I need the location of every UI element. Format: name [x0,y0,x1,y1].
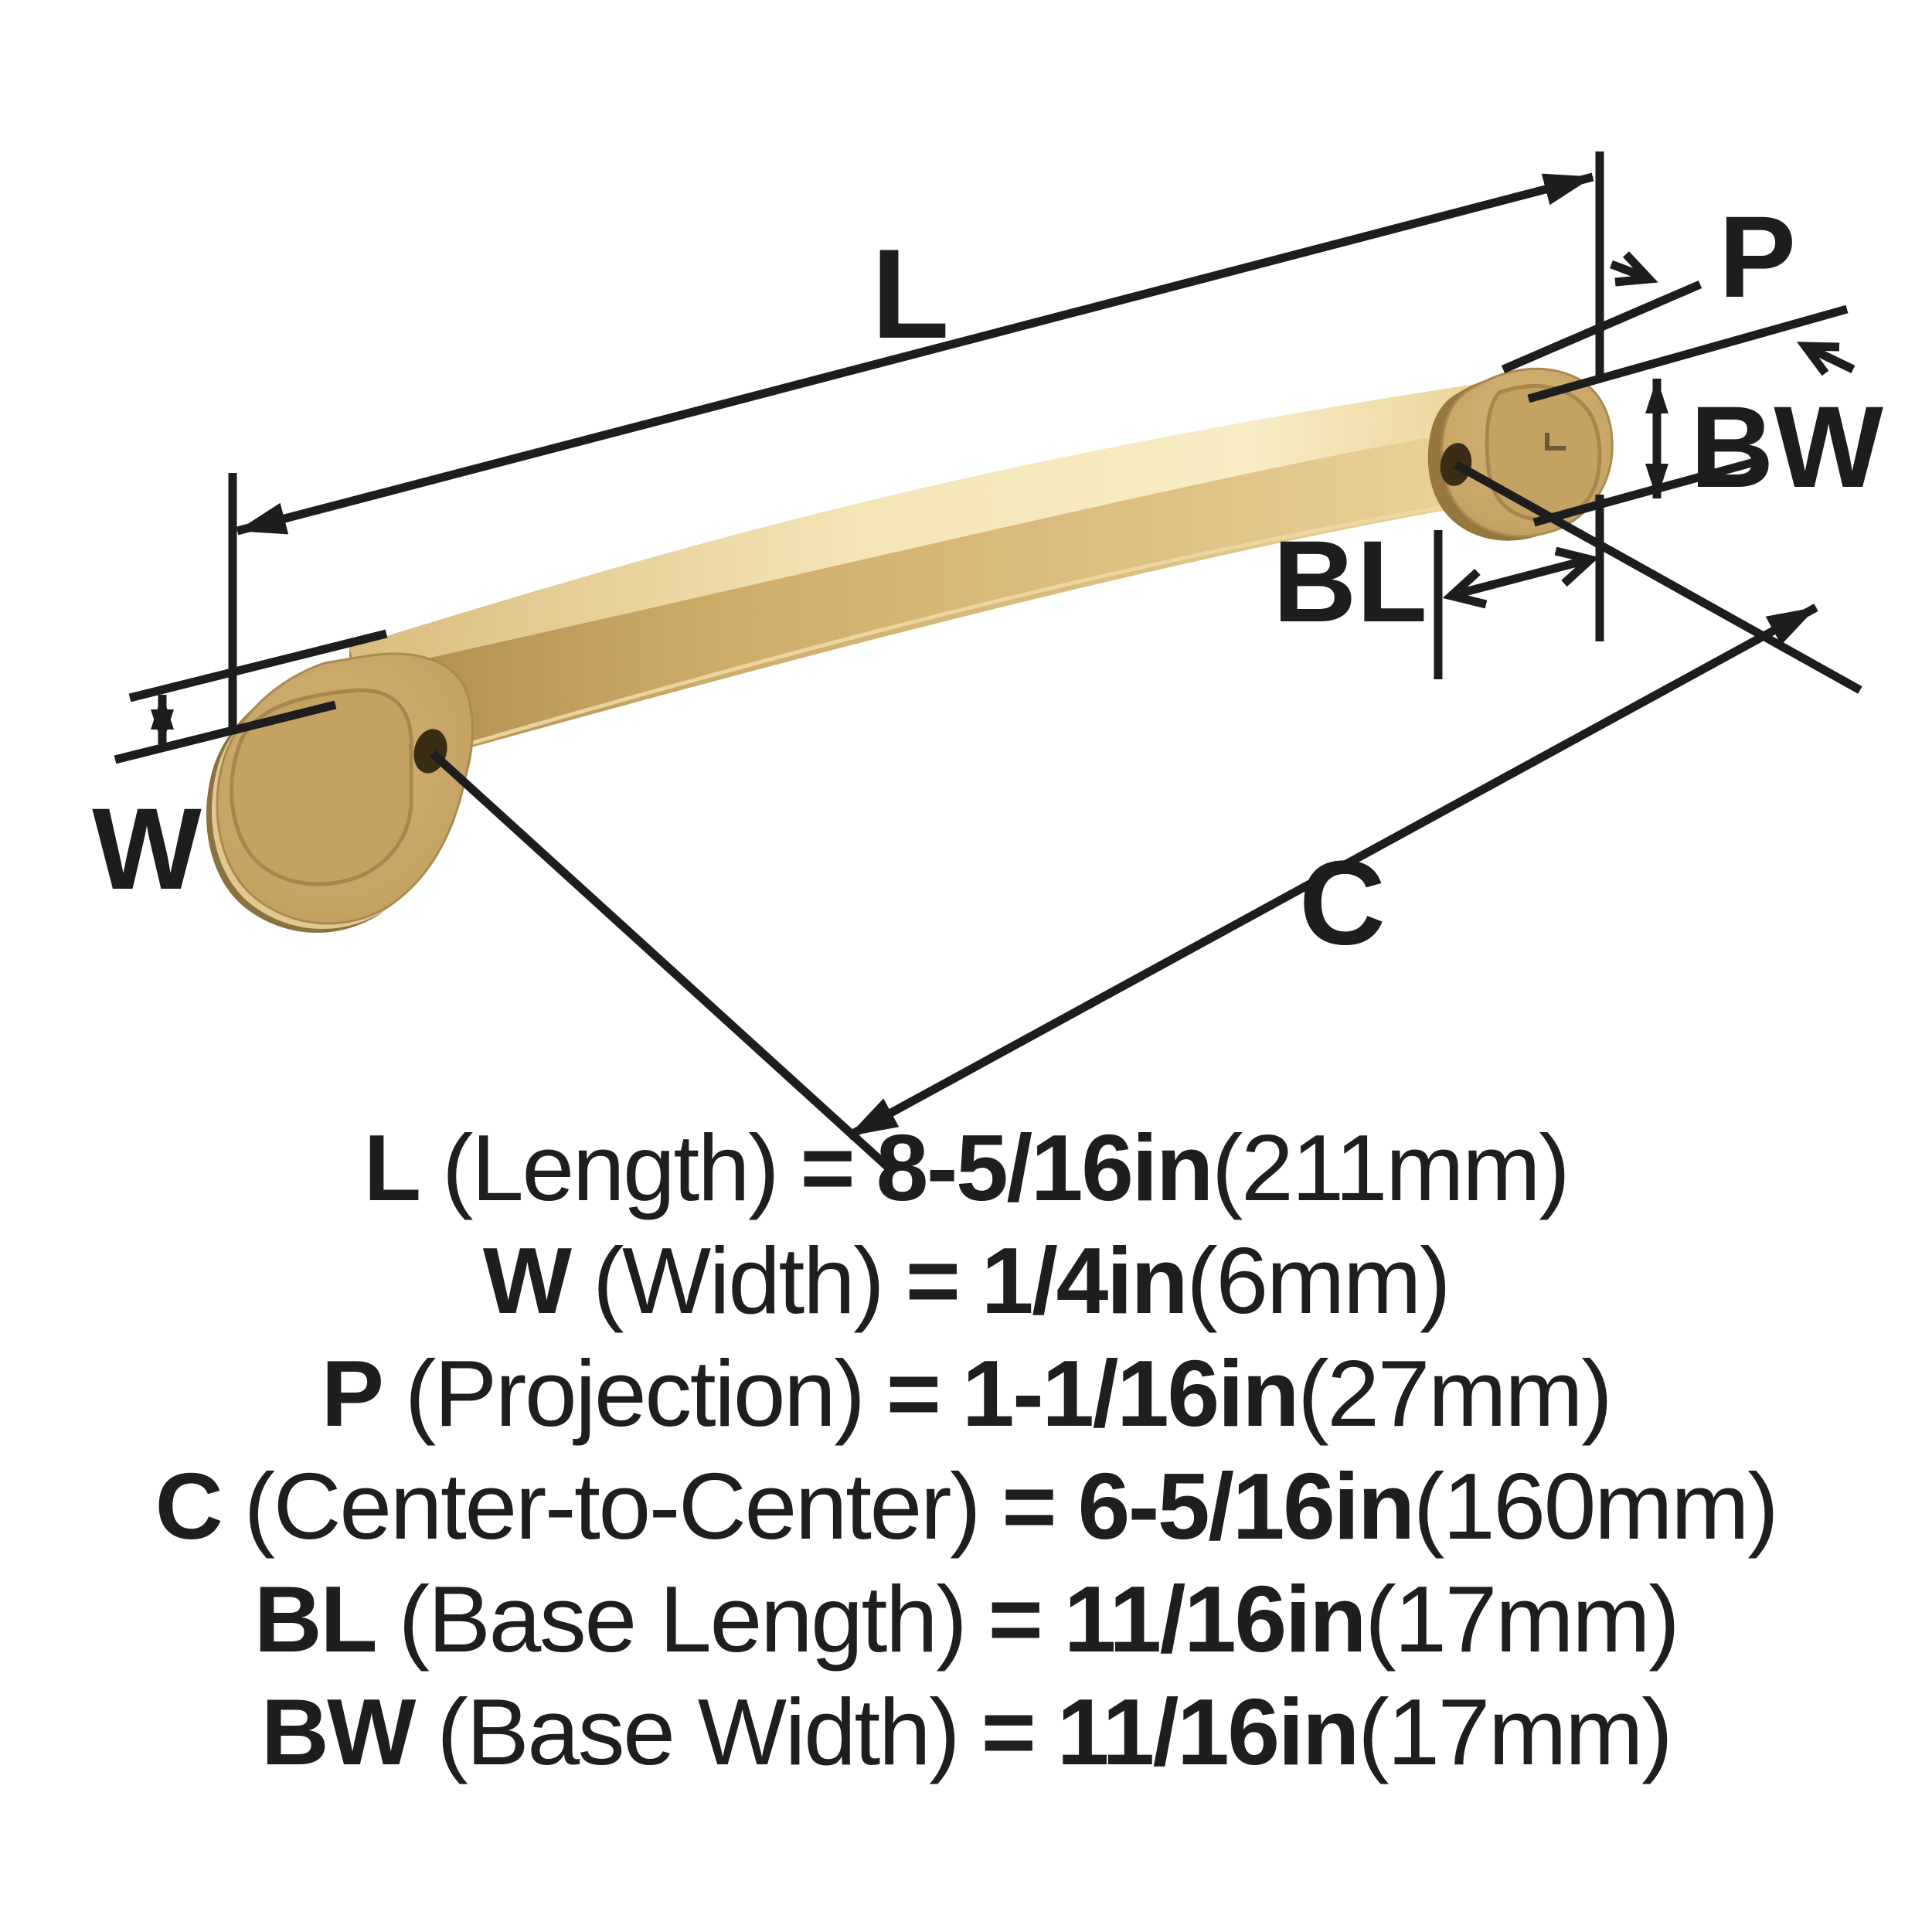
spec-line: BL(Base Length)=11/16in(17mm) [0,1563,1932,1675]
spec-metric: (27mm) [1298,1341,1613,1446]
spec-value: 8-5/16in [876,1115,1214,1220]
label-center-to-center: C [1299,836,1386,970]
spec-metric: (211mm) [1211,1115,1570,1220]
label-base-length: BL [1273,516,1427,646]
spec-metric: (17mm) [1358,1679,1673,1784]
spec-name: (Projection) [404,1341,866,1446]
spec-value: 11/16in [1063,1566,1367,1672]
width-reference-lower [114,700,337,764]
spec-metric: (160mm) [1413,1454,1779,1559]
spec-label: C [155,1454,223,1559]
dimension-line-base-length [1451,555,1590,600]
spec-label: W [482,1228,572,1333]
label-base-width: BW [1690,382,1883,512]
width-reference-upper [128,629,388,702]
spec-name: (Base Length) [398,1566,968,1672]
spec-line: BW(Base Width)=11/16in(17mm) [0,1675,1932,1788]
spec-line: C(Center-to-Center)=6-5/16in(160mm) [0,1450,1932,1563]
dimension-line-length [236,172,1594,536]
handle-right-base [1427,367,1614,541]
spec-equals: = [800,1115,855,1220]
label-length: L [872,223,950,365]
projection-reference-upper [1501,280,1702,374]
handle-illustration [206,367,1614,933]
spec-equals: = [981,1679,1036,1784]
projection-arrow2-shaft [1806,344,1855,373]
spec-line: P(Projection)=1-1/16in(27mm) [0,1337,1932,1450]
label-projection: P [1719,192,1796,321]
spec-metric: (17mm) [1365,1566,1680,1672]
spec-label: P [321,1341,384,1446]
projection-reference-lower [1527,304,1849,403]
spec-name: (Base Width) [437,1679,961,1784]
dimension-line-center-to-center [846,604,1818,1140]
spec-equals: = [1002,1454,1056,1559]
handle-left-base [206,652,474,933]
spec-equals: = [905,1228,961,1333]
spec-label: BW [260,1679,417,1784]
label-width: W [92,784,202,913]
dimension-labels: L W P BW BL C [92,192,1883,970]
spec-list: L(Length)=8-5/16in(211mm)W(Width)=1/4in(… [0,1111,1932,1788]
base-length-chevron-right [1554,546,1600,587]
spec-label: BL [253,1566,378,1672]
leader-line-left-hole [430,750,893,1173]
base-width-reference-lower [1532,457,1756,527]
right-base-recess [1485,383,1602,522]
base-length-chevron-left [1442,568,1488,609]
spec-name: (Length) [441,1115,780,1220]
spec-value: 1/4in [981,1228,1189,1333]
projection-arrow2-chevron [1796,342,1840,376]
spec-value: 1-1/16in [961,1341,1300,1446]
spec-value: 6-5/16in [1077,1454,1415,1559]
spec-line: L(Length)=8-5/16in(211mm) [0,1111,1932,1224]
dimension-lines [114,151,1862,1173]
spec-line: W(Width)=1/4in(6mm) [0,1224,1932,1337]
spec-value: 11/16in [1056,1679,1360,1784]
spec-metric: (6mm) [1186,1228,1451,1333]
projection-arrow-chevron [1614,251,1658,287]
spec-name: (Width) [592,1228,885,1333]
spec-name: (Center-to-Center) [243,1454,981,1559]
left-base-recess [230,688,413,886]
spec-equals: = [886,1341,941,1446]
spec-equals: = [988,1566,1043,1672]
spec-label: L [363,1115,422,1220]
